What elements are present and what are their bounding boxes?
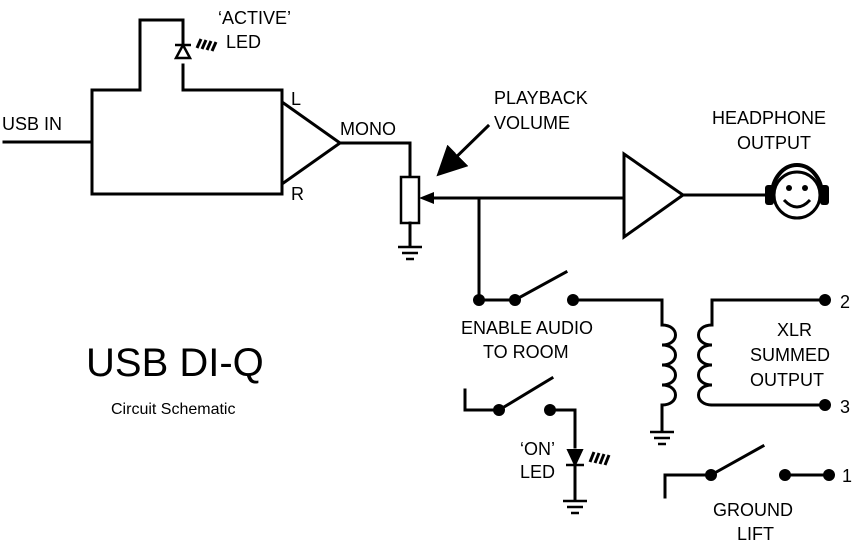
ground-lift-label-line2: LIFT (737, 524, 774, 544)
xlr-output-label-line1: XLR (777, 320, 812, 340)
transformer-primary-coil (660, 323, 677, 432)
ground-icon-led (563, 499, 587, 515)
mono-label: MONO (340, 119, 396, 139)
wiper-wire (419, 192, 626, 204)
playback-volume-arrow (436, 123, 491, 177)
transformer-secondary-coil (697, 294, 831, 411)
headphone-amplifier (622, 151, 686, 240)
xlr-pin-2-label: 2 (840, 292, 850, 312)
playback-volume-label-line1: PLAYBACK (494, 88, 588, 108)
on-led-icon (566, 449, 611, 501)
xlr-output-label-line3: OUTPUT (750, 370, 824, 390)
right-channel-label: R (291, 184, 304, 204)
on-led-label-line1: ‘ON’ (520, 439, 555, 459)
diagram-subtitle: Circuit Schematic (111, 401, 235, 418)
usb-input-wiring (2, 18, 284, 196)
ground-icon-transformer (650, 430, 674, 446)
playback-volume-potentiometer (399, 175, 421, 247)
enable-audio-label-line2: TO ROOM (483, 342, 569, 362)
enable-audio-switch (473, 196, 664, 327)
diagram-title: USB DI-Q (86, 341, 264, 385)
active-led-label-line1: ‘ACTIVE’ (218, 8, 291, 28)
headphone-output-label-line2: OUTPUT (737, 133, 811, 153)
left-channel-label: L (291, 89, 301, 109)
xlr-output-label-line2: SUMMED (750, 345, 830, 365)
mono-wire (338, 141, 412, 179)
active-led-label-line2: LED (226, 32, 261, 52)
headphone-output-label-line1: HEADPHONE (712, 108, 826, 128)
mono-mixer-amplifier (280, 88, 343, 196)
on-led-label-line2: LED (520, 462, 555, 482)
enable-audio-label-line1: ENABLE AUDIO (461, 318, 593, 338)
active-led-icon (173, 38, 218, 60)
usb-in-label: USB IN (2, 114, 62, 134)
power-switch (463, 375, 577, 449)
xlr-pin-3-label: 3 (840, 397, 850, 417)
headphone-icon (765, 163, 829, 220)
ground-icon-pot (398, 245, 422, 261)
ground-lift-label-line1: GROUND (713, 500, 793, 520)
xlr-pin-1-label: 1 (842, 466, 852, 486)
playback-volume-label-line2: VOLUME (494, 113, 570, 133)
ground-lift-switch (663, 443, 835, 499)
